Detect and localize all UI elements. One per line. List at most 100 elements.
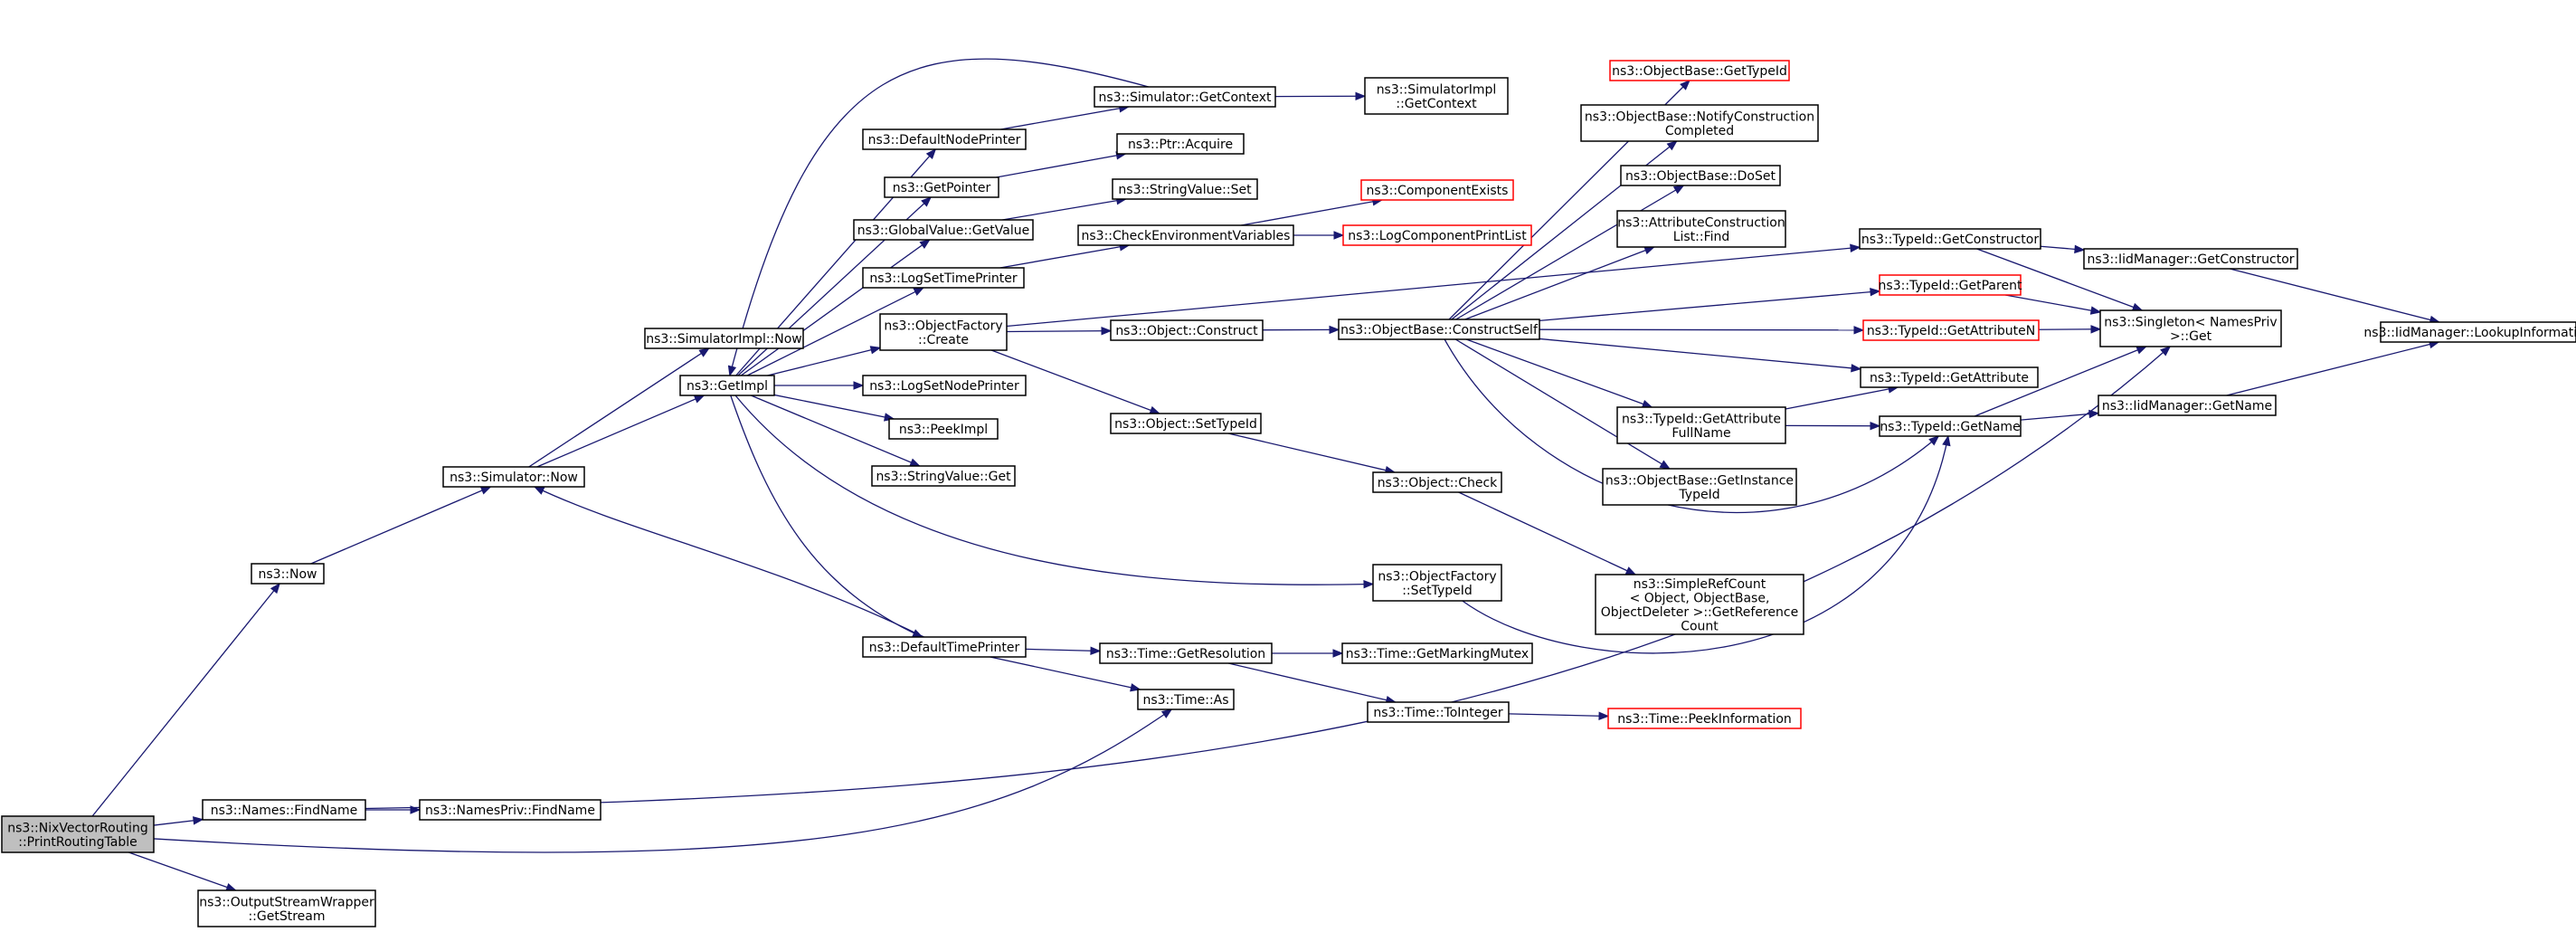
edge-arrowhead xyxy=(1090,646,1102,655)
node-ob-gettypeid[interactable]: ns3::ObjectBase::GetTypeId xyxy=(1609,60,1790,81)
node-label-line: List::Find xyxy=(1673,230,1730,244)
edge-time_getres-to-time_getmarking xyxy=(1272,649,1344,658)
node-getimpl[interactable]: ns3::GetImpl xyxy=(679,375,775,396)
edge-arrowhead xyxy=(1624,566,1637,575)
node-label-line: ns3::CheckEnvironmentVariables xyxy=(1082,229,1291,243)
node-tid-getconstructor[interactable]: ns3::TypeId::GetConstructor xyxy=(1859,228,2041,250)
edge-line xyxy=(1025,648,1101,652)
node-box xyxy=(862,636,1027,658)
node-iid-getname[interactable]: ns3::IidManager::GetName xyxy=(2098,395,2277,416)
node-box xyxy=(1602,468,1797,506)
node-time-getmarking[interactable]: ns3::Time::GetMarkingMutex xyxy=(1341,642,1533,664)
node-osw-getstream[interactable]: ns3::OutputStreamWrapper::GetStream xyxy=(197,889,376,927)
node-singleton-get[interactable]: ns3::Singleton< NamesPriv>::Get xyxy=(2099,309,2282,347)
edge-getpointer-to-ptr_acquire xyxy=(996,151,1127,178)
node-logsetnodeprinter[interactable]: ns3::LogSetNodePrinter xyxy=(862,375,1027,396)
node-label-line: Count xyxy=(1681,619,1719,633)
node-tid-getattrn[interactable]: ns3::TypeId::GetAttributeN xyxy=(1862,319,2040,341)
node-box xyxy=(1607,708,1802,729)
node-sv-set[interactable]: ns3::StringValue::Set xyxy=(1112,178,1258,200)
node-box xyxy=(1859,228,2041,250)
node-tid-getname[interactable]: ns3::TypeId::GetName xyxy=(1879,415,2022,437)
node-label-line: ns3::TypeId::GetAttribute xyxy=(1870,371,2029,385)
node-obj-construct[interactable]: ns3::Object::Construct xyxy=(1110,319,1264,341)
edge-arrowhead xyxy=(1666,140,1678,151)
node-tid-getattr[interactable]: ns3::TypeId::GetAttribute xyxy=(1860,366,2039,388)
node-simimpl-getcontext[interactable]: ns3::SimulatorImpl::GetContext xyxy=(1364,77,1509,115)
node-label-line: ns3::SimulatorImpl xyxy=(1377,82,1497,97)
edge-arrowhead xyxy=(479,486,492,495)
node-now[interactable]: ns3::Now xyxy=(251,563,325,585)
edge-arrowhead xyxy=(1928,435,1940,446)
edge-arrowhead xyxy=(727,365,737,377)
node-sim-now[interactable]: ns3::Simulator::Now xyxy=(442,466,585,488)
node-label-line: ns3::GlobalValue::GetValue xyxy=(857,223,1029,238)
node-obj-check[interactable]: ns3::Object::Check xyxy=(1372,471,1502,493)
node-label-line: ns3::DefaultNodePrinter xyxy=(868,133,1021,147)
node-ob-constructself[interactable]: ns3::ObjectBase::ConstructSelf xyxy=(1338,319,1540,340)
node-label-line: ns3::ObjectBase::DoSet xyxy=(1625,169,1776,184)
node-box xyxy=(1341,642,1533,664)
node-label-line: ns3::ObjectFactory xyxy=(884,319,1002,333)
node-logcompprint[interactable]: ns3::LogComponentPrintList xyxy=(1342,224,1532,246)
node-time-peekinfo[interactable]: ns3::Time::PeekInformation xyxy=(1607,708,1802,729)
edge-time_tointeger-to-time_peekinfo xyxy=(1508,711,1610,720)
node-ptr-acquire[interactable]: ns3::Ptr::Acquire xyxy=(1116,133,1245,155)
node-deftimeprinter[interactable]: ns3::DefaultTimePrinter xyxy=(862,636,1027,658)
node-names-find[interactable]: ns3::Names::FindName xyxy=(202,799,366,821)
node-gv-getvalue[interactable]: ns3::GlobalValue::GetValue xyxy=(853,219,1034,241)
node-namespriv-find[interactable]: ns3::NamesPriv::FindName xyxy=(419,799,601,821)
edge-root-to-osw_getstream xyxy=(128,851,237,891)
node-label-line: ns3::ObjectBase::GetTypeId xyxy=(1612,64,1787,79)
root-node: ns3::NixVectorRouting::PrintRoutingTable xyxy=(1,815,155,853)
edge-sim_now-to-simimpl_now xyxy=(528,347,710,468)
node-label-line: ns3::Object::Construct xyxy=(1115,324,1258,338)
node-simimpl-now[interactable]: ns3::SimulatorImpl::Now xyxy=(644,328,804,349)
node-sv-get[interactable]: ns3::StringValue::Get xyxy=(871,465,1016,487)
node-of-settypeid[interactable]: ns3::ObjectFactory::SetTypeId xyxy=(1372,564,1502,602)
node-logsettimeprinter[interactable]: ns3::LogSetTimePrinter xyxy=(862,267,1025,289)
node-sim-getcontext[interactable]: ns3::Simulator::GetContext xyxy=(1094,86,1276,108)
node-label-line: < Object, ObjectBase, xyxy=(1630,591,1770,605)
node-getpointer[interactable]: ns3::GetPointer xyxy=(884,176,999,198)
node-label-line: ns3::ObjectBase::ConstructSelf xyxy=(1340,323,1539,338)
edge-line xyxy=(1000,106,1129,130)
edge-arrowhead xyxy=(193,816,204,825)
node-compexists[interactable]: ns3::ComponentExists xyxy=(1360,179,1514,201)
node-box xyxy=(1879,415,2022,437)
node-obj-settypeid[interactable]: ns3::Object::SetTypeId xyxy=(1110,413,1262,434)
node-box xyxy=(1367,701,1510,723)
node-iid-lookup[interactable]: ns3::IidManager::LookupInformation xyxy=(2363,321,2576,343)
node-box xyxy=(1616,210,1786,248)
node-ob-doset[interactable]: ns3::ObjectBase::DoSet xyxy=(1620,165,1781,186)
edge-arrowhead xyxy=(1101,326,1113,336)
node-of-create[interactable]: ns3::ObjectFactory::Create xyxy=(879,313,1008,351)
node-ob-notify[interactable]: ns3::ObjectBase::NotifyConstructionCompl… xyxy=(1580,104,1819,142)
node-defnodeprinter[interactable]: ns3::DefaultNodePrinter xyxy=(862,128,1027,150)
node-time-as[interactable]: ns3::Time::As xyxy=(1137,689,1235,710)
node-label-line: ns3::Time::GetMarkingMutex xyxy=(1346,647,1529,661)
node-time-getres[interactable]: ns3::Time::GetResolution xyxy=(1099,642,1273,664)
node-iid-getconstructor[interactable]: ns3::IidManager::GetConstructor xyxy=(2083,248,2298,270)
node-checkenv[interactable]: ns3::CheckEnvironmentVariables xyxy=(1077,224,1294,246)
edge-sim_getcontext-to-simimpl_getcontext xyxy=(1274,91,1367,101)
edge-arrowhead xyxy=(913,287,925,296)
edge-getimpl-to-of_create xyxy=(767,346,882,376)
edge-arrowhead xyxy=(1680,80,1690,90)
node-box xyxy=(1862,319,2040,341)
edge-ob_constructself-to-tid_getattrn xyxy=(1539,326,1865,335)
edge-arrowhead xyxy=(533,486,545,495)
edge-arrowhead xyxy=(1643,246,1656,255)
node-time-tointeger[interactable]: ns3::Time::ToInteger xyxy=(1367,701,1510,723)
node-peekimpl[interactable]: ns3::PeekImpl xyxy=(888,418,999,440)
edge-arrowhead xyxy=(2131,302,2144,311)
node-tid-getparent[interactable]: ns3::TypeId::GetParent xyxy=(1879,274,2022,296)
node-label-line: ns3::Time::GetResolution xyxy=(1106,647,1265,661)
edge-tid_getconstructor-to-iid_getconstructor xyxy=(2040,244,2086,254)
node-label-line: ns3::DefaultTimePrinter xyxy=(869,641,1020,655)
node-simplerefcount[interactable]: ns3::SimpleRefCount< Object, ObjectBase,… xyxy=(1595,574,1804,635)
